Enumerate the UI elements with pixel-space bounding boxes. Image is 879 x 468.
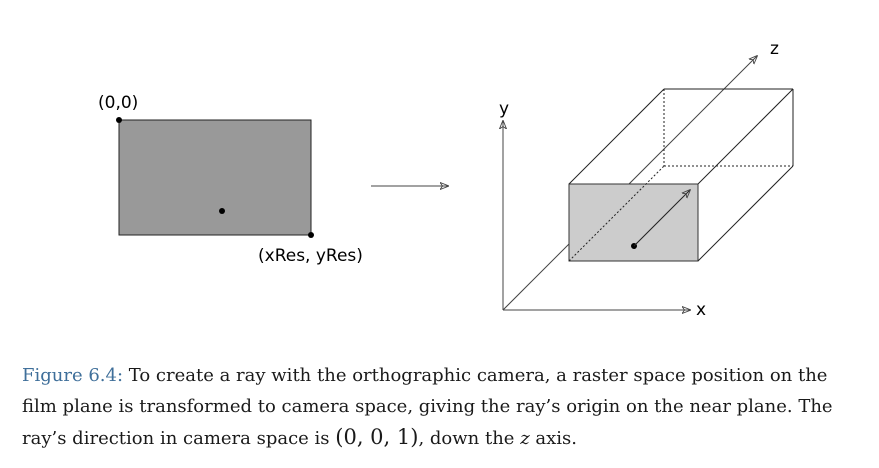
raster-origin-dot: [116, 117, 122, 123]
box-edge-top-right: [697, 88, 794, 185]
axis-variable: z: [520, 428, 530, 449]
x-axis-label: x: [696, 300, 706, 320]
caption-line-3: ray’s direction in camera space is (0, 0…: [22, 422, 862, 454]
raster-corner-label: (xRes, yRes): [258, 246, 363, 266]
raster-plane-group: (0,0) (xRes, yRes): [98, 93, 363, 266]
raster-rectangle: [118, 119, 312, 236]
caption-line-1-text: To create a ray with the orthographic ca…: [123, 365, 828, 386]
caption-line-1: Figure 6.4: To create a ray with the ort…: [22, 360, 862, 391]
raster-origin-label: (0,0): [98, 93, 138, 113]
caption-line-3-suffix: axis.: [529, 428, 577, 449]
box-edge-bottom-right: [697, 165, 794, 262]
y-axis-label: y: [499, 99, 509, 119]
ray-direction-arrow: [633, 190, 690, 247]
raster-sample-dot: [219, 208, 225, 214]
raster-corner-dot: [308, 232, 314, 238]
caption-line-3-middle: , down the: [418, 428, 521, 449]
direction-vector: (0, 0, 1): [335, 425, 419, 449]
near-plane: [568, 183, 699, 262]
z-axis: [502, 56, 757, 311]
caption-line-3-prefix: ray’s direction in camera space is: [22, 428, 336, 449]
figure-number: Figure 6.4:: [22, 365, 124, 386]
z-axis-label: z: [770, 39, 779, 59]
box-edge-top-left: [568, 88, 665, 185]
camera-axes-group: y x z: [499, 39, 779, 320]
caption-line-2: film plane is transformed to camera spac…: [22, 396, 833, 417]
viewing-volume: [568, 88, 794, 262]
orthographic-camera-figure: (0,0) (xRes, yRes) y x z: [98, 39, 794, 320]
figure-caption: Figure 6.4: To create a ray with the ort…: [22, 360, 862, 454]
